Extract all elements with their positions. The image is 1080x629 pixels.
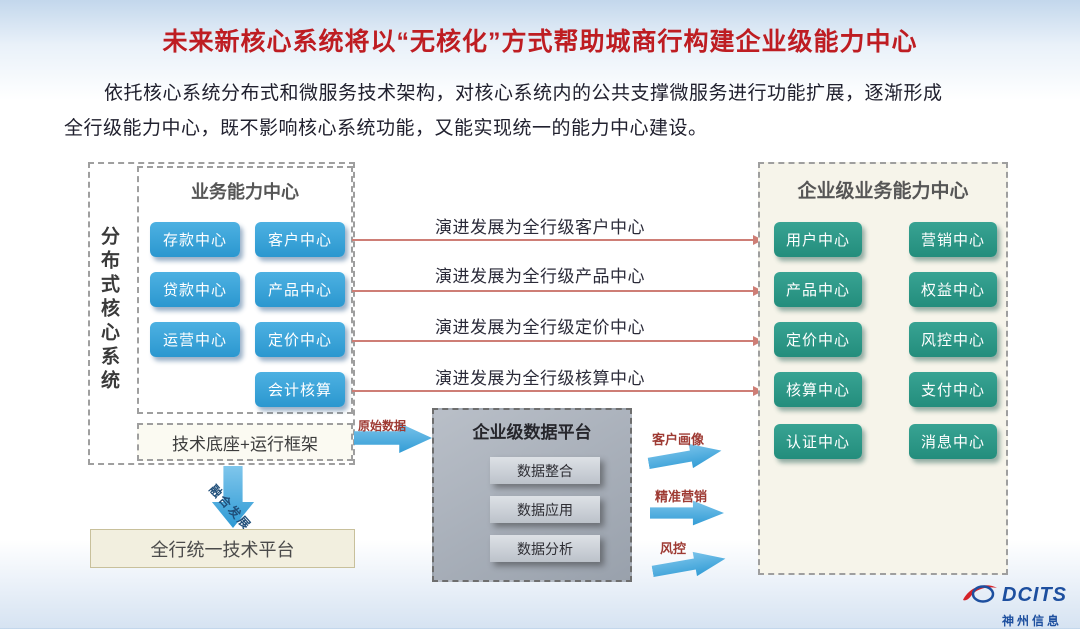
evolution-arrow-product: [352, 286, 763, 296]
node-loan-center: 贷款中心: [150, 272, 240, 307]
distributed-core-box: [88, 162, 355, 465]
node-accounting-center: 核算中心: [774, 372, 862, 407]
intro-line-2: 全行级能力中心，既不影响核心系统功能，又能实现统一的能力中心建设。: [64, 118, 708, 139]
node-risk-center: 风控中心: [909, 322, 997, 357]
node-auth-center: 认证中心: [774, 424, 862, 459]
dcits-logo: DCITS 神州信息: [962, 580, 1072, 629]
node-product-center: 产品中心: [255, 272, 345, 307]
risk-control-label: 风控: [660, 541, 687, 556]
node-user-center: 用户中心: [774, 222, 862, 257]
evolution-arrow-pricing: [352, 336, 763, 346]
unified-platform-box: 全行统一技术平台: [90, 529, 355, 568]
customer-profile-label: 客户画像: [652, 432, 705, 447]
evolution-label-product: 演进发展为全行级产品中心: [435, 267, 645, 286]
node-operation-center: 运营中心: [150, 322, 240, 357]
slide-title: 未来新核心系统将以“无核化”方式帮助城商行构建企业级能力中心: [162, 28, 918, 56]
intro-line-1: 依托核心系统分布式和微服务技术架构，对核心系统内的公共支撑微服务进行功能扩展，逐…: [104, 83, 943, 104]
evolution-label-pricing: 演进发展为全行级定价中心: [435, 318, 645, 337]
node-accounting: 会计核算: [255, 372, 345, 407]
node-message-center: 消息中心: [909, 424, 997, 459]
enterprise-capability-title: 企业级业务能力中心: [797, 181, 969, 202]
raw-data-label: 原始数据: [358, 419, 407, 433]
node-marketing-center: 营销中心: [909, 222, 997, 257]
node-ent-product-center: 产品中心: [774, 272, 862, 307]
tech-base-box: 技术底座+运行框架: [137, 423, 353, 461]
dcits-logo-text: DCITS: [1002, 584, 1067, 606]
data-module-application: 数据应用: [490, 496, 600, 523]
dcits-company-name: 神州信息: [1002, 614, 1063, 628]
node-deposit-center: 存款中心: [150, 222, 240, 257]
data-platform-title: 企业级数据平台: [472, 423, 592, 442]
node-pricing-center: 定价中心: [255, 322, 345, 357]
dcits-logo-icon: [962, 580, 998, 611]
node-customer-center: 客户中心: [255, 222, 345, 257]
evolution-arrow-accounting: [352, 386, 763, 396]
node-payment-center: 支付中心: [909, 372, 997, 407]
data-platform-box: 企业级数据平台 数据整合 数据应用 数据分析: [432, 408, 632, 582]
business-capability-title: 业务能力中心: [191, 182, 299, 202]
node-rights-center: 权益中心: [909, 272, 997, 307]
precision-marketing-label: 精准营销: [655, 489, 708, 504]
distributed-core-vertical-label: 分布式核心系统: [98, 226, 119, 394]
evolution-label-customer: 演进发展为全行级客户中心: [435, 218, 645, 237]
evolution-arrow-customer: [352, 235, 763, 245]
node-ent-pricing-center: 定价中心: [774, 322, 862, 357]
data-module-analysis: 数据分析: [490, 535, 600, 562]
evolution-label-accounting: 演进发展为全行级核算中心: [435, 369, 645, 388]
data-module-integration: 数据整合: [490, 457, 600, 484]
